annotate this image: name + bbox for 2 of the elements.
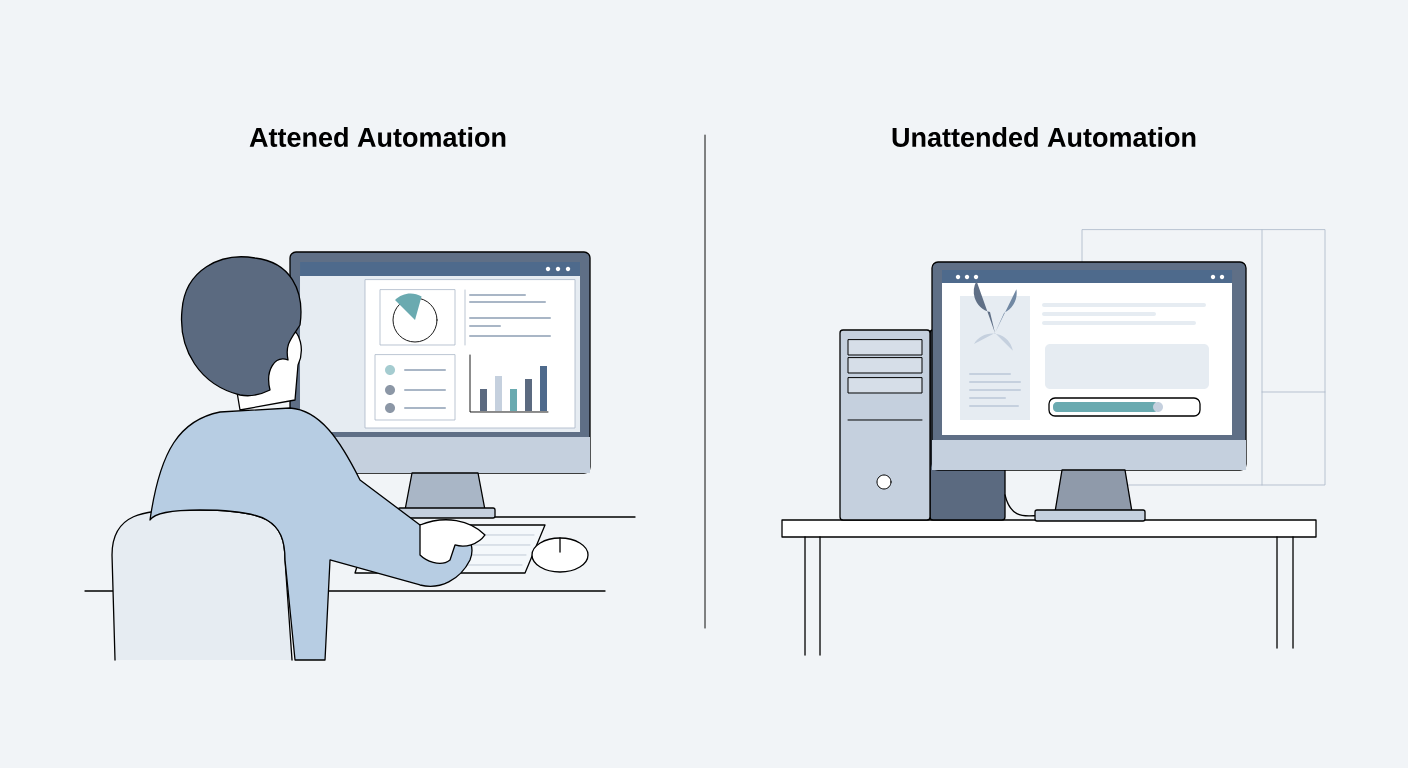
panel-heading: Attened Automation [249,127,506,147]
panel-heading: Unattended Automation [892,127,1196,147]
